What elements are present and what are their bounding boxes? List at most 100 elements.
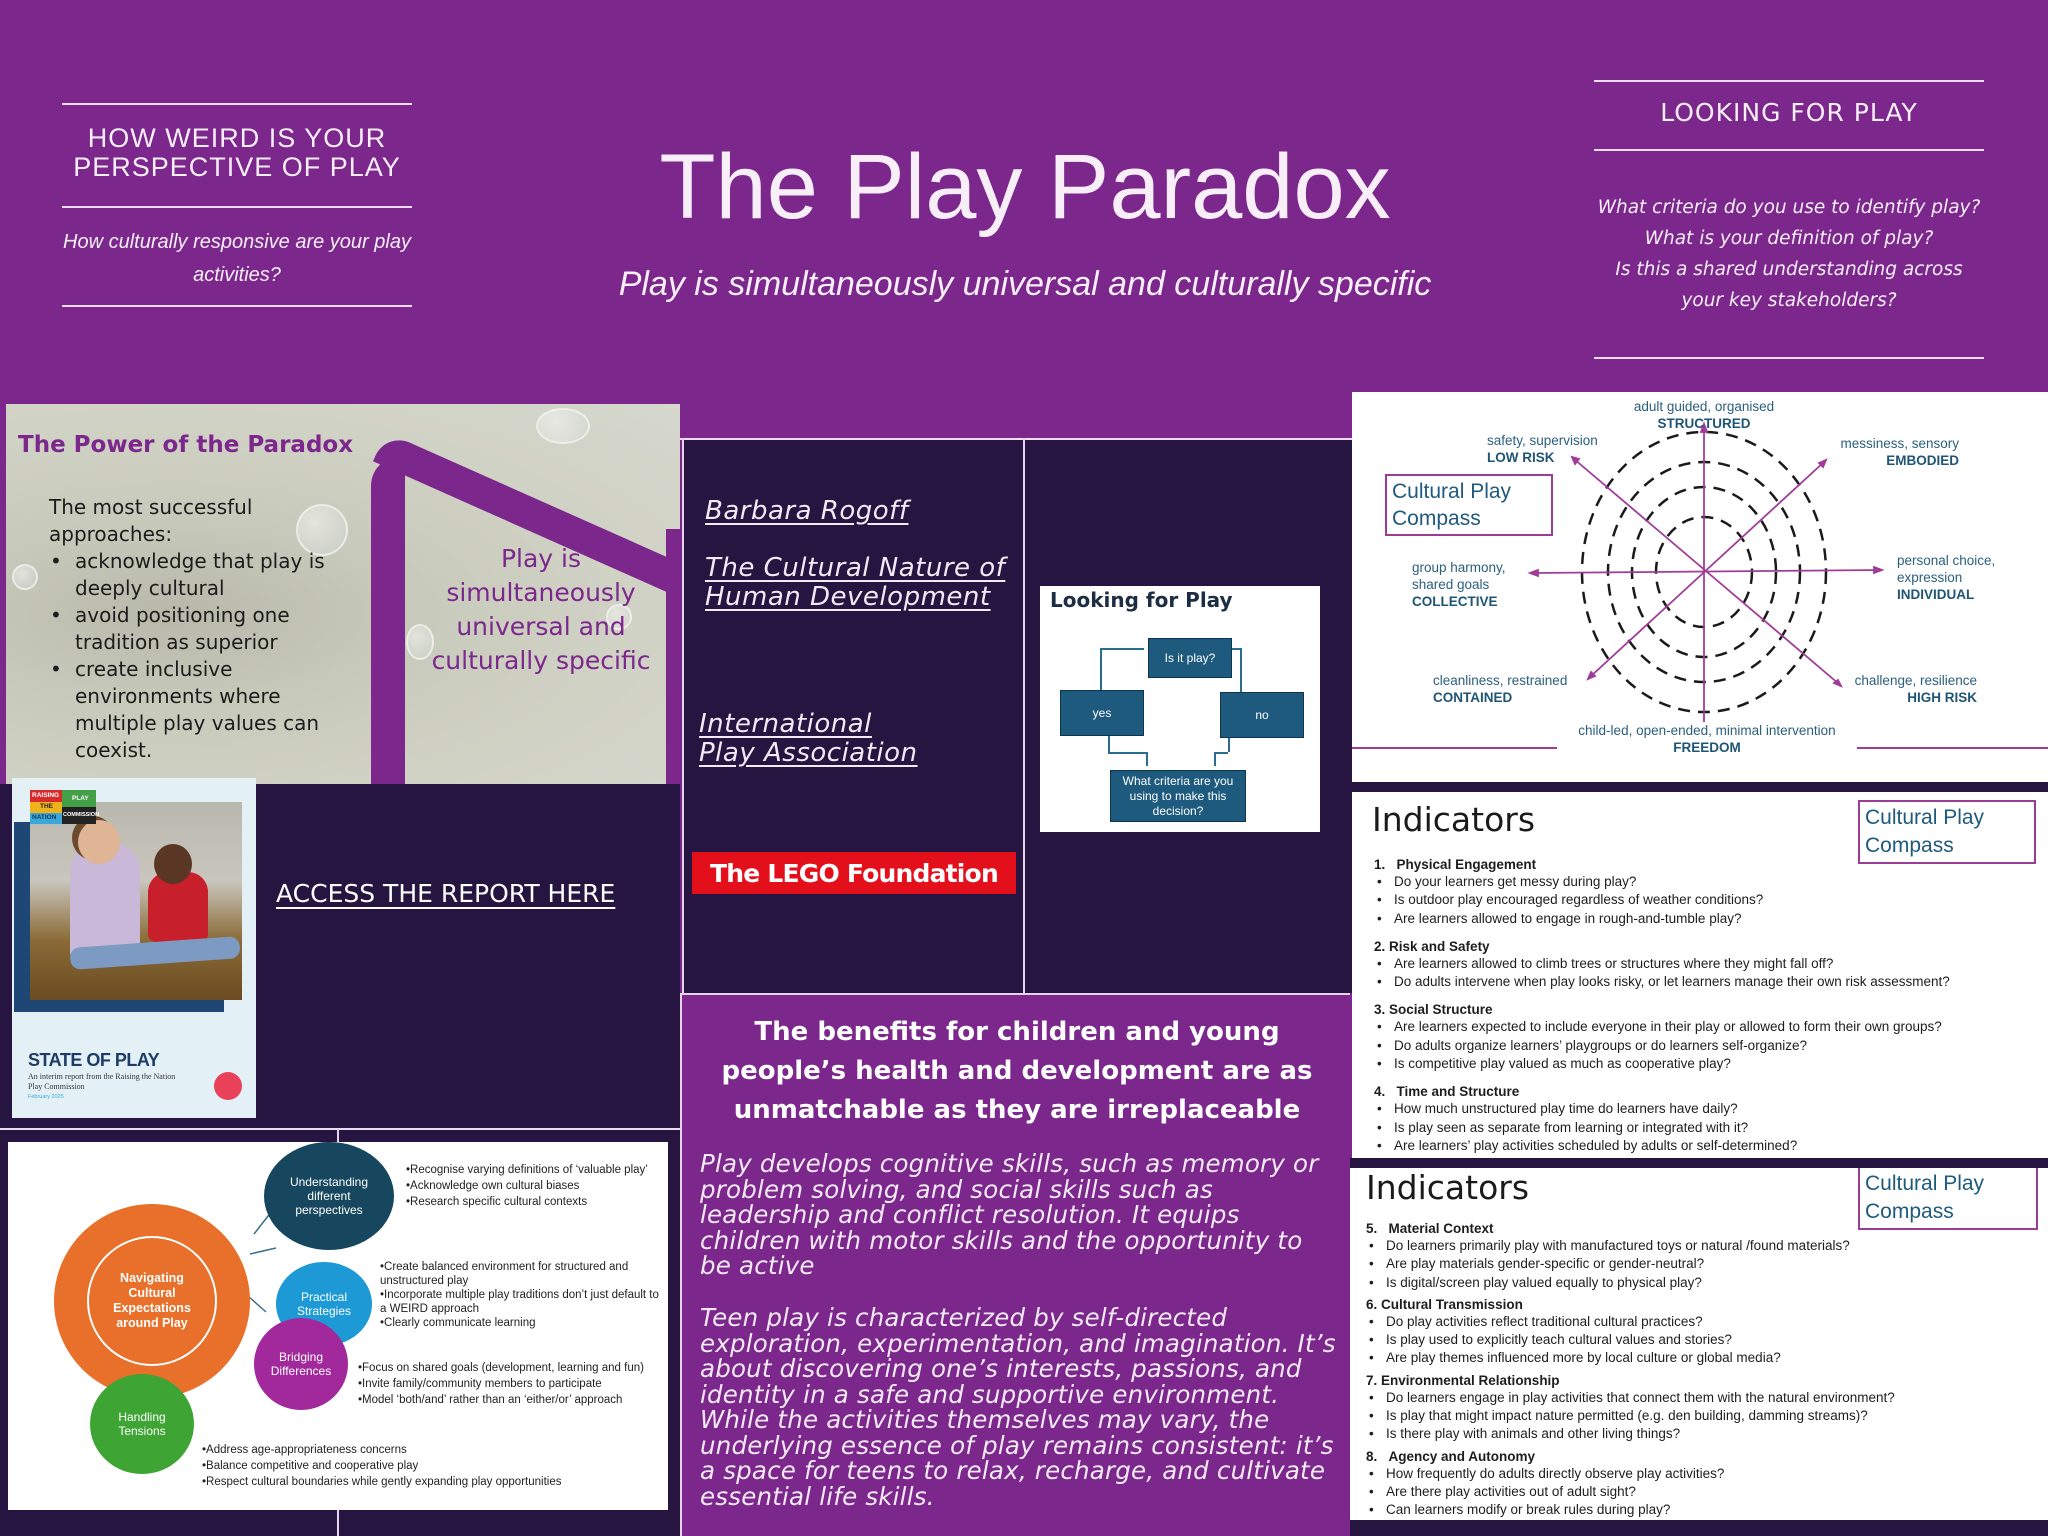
slide-body: The most successful approaches: acknowle… <box>49 494 349 764</box>
indicator-question: Do your learners get messy during play? <box>1374 873 2044 892</box>
indicator-section-title: 6. Cultural Transmission <box>1366 1296 1523 1312</box>
indicator-question: Do learners primarily play with manufact… <box>1366 1237 2046 1256</box>
indicator-question: Do adults organize learners’ playgroups … <box>1374 1037 2044 1056</box>
indicator-question: Is play used to explicitly teach cultura… <box>1366 1331 2046 1350</box>
divider <box>62 305 412 307</box>
bullet-item: acknowledge that play is deeply cultural <box>50 548 349 602</box>
seal-icon <box>214 1072 242 1100</box>
indicator-question: Are play themes influenced more by local… <box>1366 1349 2046 1368</box>
separator <box>1350 782 2048 792</box>
cover-title: STATE OF PLAY <box>28 1050 160 1070</box>
indicator-section-title: 3. Social Structure <box>1374 1002 1493 1018</box>
indicator-section-title: 2. Risk and Safety <box>1374 938 1490 954</box>
separator <box>1350 1520 2048 1536</box>
report-cover-image[interactable]: RAISING THE NATION PLAY COMMISSION STATE… <box>12 778 256 1118</box>
flow-node-no: no <box>1220 692 1304 738</box>
indicator-question: Is play seen as separate from learning o… <box>1374 1119 2044 1138</box>
page-title: The Play Paradox <box>659 136 1391 238</box>
indicator-list: 1. Physical Engagement Do your learners … <box>1374 850 2044 1156</box>
grid-line <box>0 1128 680 1130</box>
indicator-question: Are learners allowed to climb trees or s… <box>1374 955 2044 974</box>
question: Is this a shared understanding across <box>1615 259 1963 280</box>
indicator-question: Do play activities reflect traditional c… <box>1366 1313 2046 1332</box>
question: What is your definition of play? <box>1644 228 1934 249</box>
indicator-question: Is outdoor play encouraged regardless of… <box>1374 891 2044 910</box>
indicator-question: Is competitive play valued as much as co… <box>1374 1055 2044 1074</box>
flowchart-title: Looking for Play <box>1050 588 1233 612</box>
bullet-list: acknowledge that play is deeply cultural… <box>49 548 349 764</box>
question: your key stakeholders? <box>1681 290 1897 311</box>
indicator-question: Is there play with animals and other liv… <box>1366 1425 2046 1444</box>
mindmap-points-bridging: •Focus on shared goals (development, lea… <box>358 1362 644 1406</box>
flow-node-yes: yes <box>1060 690 1144 736</box>
page-subtitle: Play is simultaneously universal and cul… <box>618 265 1432 303</box>
indicator-section-title: 4. Time and Structure <box>1374 1084 1520 1100</box>
cover-subtitle: An interim report from the Raising the N… <box>28 1072 176 1091</box>
mindmap-node-bridging: Bridging Differences <box>254 1318 348 1410</box>
play-commission-logo: RAISING THE NATION PLAY COMMISSION <box>30 790 124 824</box>
compass-badge: Cultural Play Compass <box>1858 1168 2038 1230</box>
indicator-question: Are learners allowed to engage in rough-… <box>1374 910 2044 929</box>
indicator-question: Are play materials gender-specific or ge… <box>1366 1255 2046 1274</box>
indicator-section-title: 5. Material Context <box>1366 1221 1494 1236</box>
compass-badge: Cultural Play Compass <box>1858 800 2036 864</box>
slide-intro: The most successful approaches: <box>49 495 253 546</box>
separator <box>1350 1158 2048 1168</box>
indicator-question: Are learners’ play activities scheduled … <box>1374 1137 2044 1156</box>
mindmap-points-practical: •Create balanced environment for structu… <box>380 1261 659 1329</box>
divider <box>1594 149 1984 151</box>
bubble-graphic <box>406 624 434 660</box>
cover-photo <box>30 802 242 1000</box>
navigating-expectations-mindmap: Navigating Cultural Expectations around … <box>8 1142 668 1510</box>
question: What criteria do you use to identify pla… <box>1597 197 1981 218</box>
compass-diagram <box>1352 421 2048 749</box>
link-barbara-rogoff[interactable]: Barbara Rogoff <box>705 496 909 526</box>
grid-line <box>680 438 1352 440</box>
looking-for-play-flowchart: Looking for Play Is it play? yes no What… <box>1040 586 1320 832</box>
indicators-panel-1: Indicators Cultural Play Compass 1. Phys… <box>1352 792 2048 1158</box>
divider <box>62 206 412 208</box>
grid-line <box>1023 438 1025 993</box>
benefits-panel: The benefits for children and young peop… <box>680 993 1350 1536</box>
indicators-title: Indicators <box>1366 1168 1530 1207</box>
mindmap-points-understanding: •Recognise varying definitions of ‘valua… <box>406 1164 648 1208</box>
benefits-paragraph-children: Play develops cognitive skills, such as … <box>700 1149 1319 1280</box>
indicator-question: Are there play activities out of adult s… <box>1366 1483 2046 1502</box>
benefits-heading: The benefits for children and young peop… <box>721 1017 1313 1125</box>
slide-callout: Play is simultaneously universal and cul… <box>431 544 651 675</box>
cover-date: February 2025 <box>28 1094 64 1100</box>
bullet-item: create inclusive environments where mult… <box>50 656 349 764</box>
link-cultural-nature-book[interactable]: The Cultural Nature of Human Development <box>705 553 1006 612</box>
flow-node-criteria: What criteria are you using to make this… <box>1110 770 1246 822</box>
indicator-section-title: 1. Physical Engagement <box>1374 857 1537 872</box>
access-report-link[interactable]: ACCESS THE REPORT HERE <box>276 879 616 908</box>
compass-axis-freedom: child-led, open-ended, minimal intervent… <box>1578 723 1836 755</box>
weird-panel-question: How culturally responsive are your play … <box>63 231 411 286</box>
mindmap-node-handling: Handling Tensions <box>90 1374 194 1474</box>
link-international-play-association[interactable]: International Play Association <box>699 709 918 768</box>
flow-node-is-it-play: Is it play? <box>1148 638 1232 678</box>
divider <box>1594 357 1984 359</box>
indicator-question: Can learners modify or break rules durin… <box>1366 1501 2046 1520</box>
frame-graphic <box>666 529 680 784</box>
bullet-item: avoid positioning one tradition as super… <box>50 602 349 656</box>
indicator-question: Is digital/screen play valued equally to… <box>1366 1274 2046 1293</box>
looking-for-play-title: LOOKING FOR PLAY <box>1660 98 1918 127</box>
indicator-section-title: 8. Agency and Autonomy <box>1366 1448 1536 1464</box>
indicators-title: Indicators <box>1372 800 1536 839</box>
compass-title-badge: Cultural Play Compass <box>1385 474 1553 536</box>
indicator-question: Do adults intervene when play looks risk… <box>1374 973 2044 992</box>
mindmap-center-node: Navigating Cultural Expectations around … <box>54 1204 250 1398</box>
mindmap-points-handling: •Address age-appropriateness concerns •B… <box>202 1444 562 1488</box>
lego-foundation-logo[interactable]: The LEGO Foundation <box>692 852 1016 894</box>
bubble-graphic <box>536 408 590 444</box>
indicator-question: Is play that might impact nature permitt… <box>1366 1407 2046 1426</box>
indicator-section-title: 7. Environmental Relationship <box>1366 1372 1560 1388</box>
